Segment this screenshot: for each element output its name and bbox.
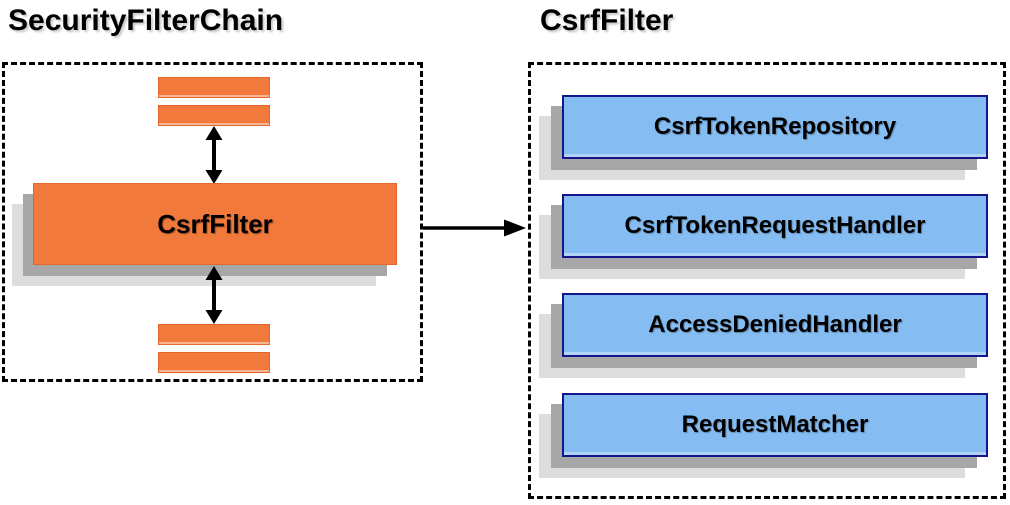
component-box-request-matcher: RequestMatcher (562, 393, 988, 457)
component-box-csrf-token-request-handler: CsrfTokenRequestHandler (562, 194, 988, 258)
double-arrow-icon (205, 266, 223, 324)
csrf-filter-node: CsrfFilter (33, 183, 397, 265)
csrf-filter-title: CsrfFilter (540, 4, 674, 37)
component-label: AccessDeniedHandler (648, 311, 902, 338)
double-arrow-icon (205, 126, 223, 184)
security-filter-chain-box (2, 62, 423, 382)
component-box-csrf-token-repository: CsrfTokenRepository (562, 95, 988, 159)
component-label: RequestMatcher (681, 411, 869, 438)
csrf-filter-box (528, 62, 1006, 499)
filter-placeholder-bar (158, 324, 270, 345)
component-box-access-denied-handler: AccessDeniedHandler (562, 293, 988, 357)
filter-placeholder-bar (158, 352, 270, 373)
component-label: CsrfTokenRequestHandler (624, 212, 926, 239)
component-label: CsrfTokenRepository (653, 113, 897, 140)
filter-placeholder-bar (158, 105, 270, 126)
filter-placeholder-bar (158, 77, 270, 98)
flow-arrow-icon (423, 219, 526, 237)
security-filter-chain-title: SecurityFilterChain (8, 4, 284, 37)
csrf-filter-node-label: CsrfFilter (157, 208, 273, 239)
